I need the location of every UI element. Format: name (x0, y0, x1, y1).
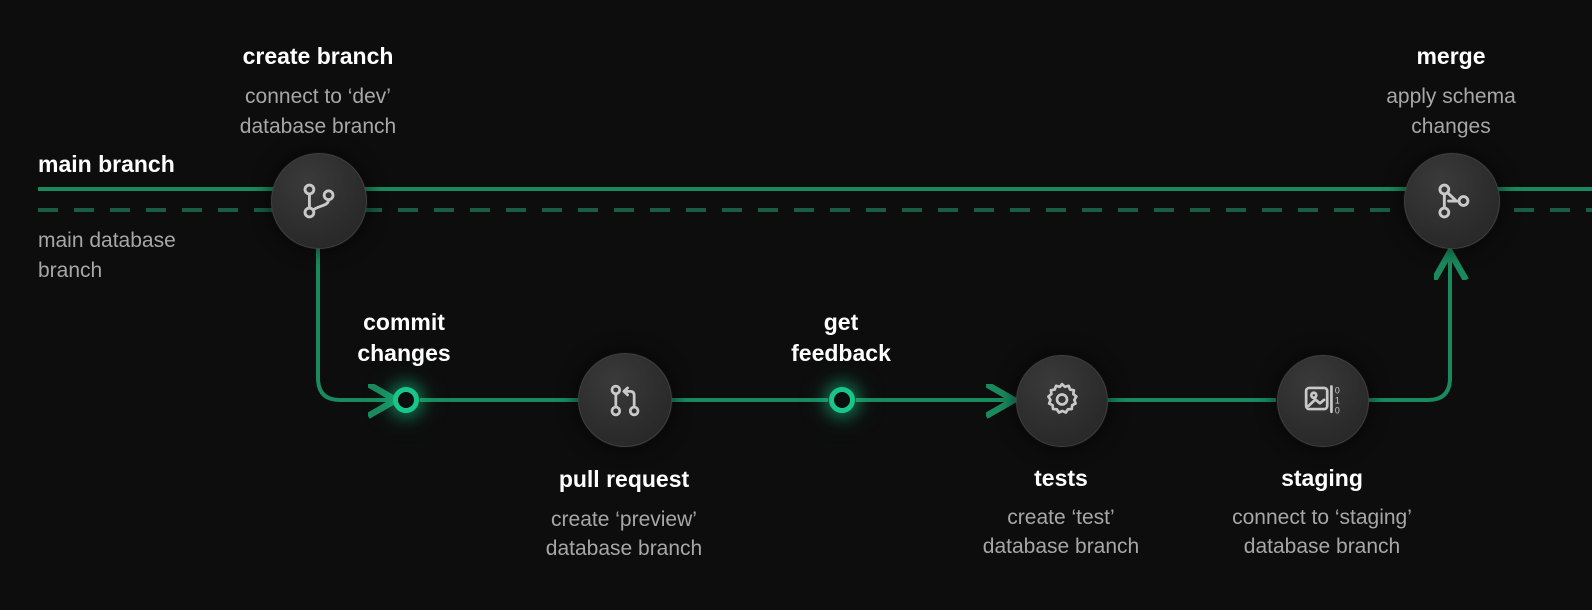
merge-sub-line2: changes (1411, 115, 1491, 138)
node-pull-request[interactable] (578, 353, 672, 447)
svg-text:0: 0 (1335, 405, 1340, 415)
main-branch-label: main branch (38, 151, 175, 177)
merge-title: merge (1416, 43, 1486, 69)
main-database-branch-label-line2: branch (38, 259, 103, 282)
node-create-branch[interactable] (271, 153, 367, 249)
commit-changes-title-line1: commit (363, 309, 445, 335)
tests-sub-line2: database branch (982, 535, 1140, 558)
node-staging[interactable]: 0 1 0 (1277, 355, 1369, 447)
git-branch-icon (296, 178, 342, 224)
svg-text:1: 1 (1335, 395, 1340, 405)
create-branch-title: create branch (242, 43, 394, 69)
git-pull-request-icon (603, 378, 647, 422)
node-tests[interactable] (1016, 355, 1108, 447)
get-feedback-title-line1: get (823, 309, 859, 335)
pull-request-sub-line2: database branch (545, 537, 703, 560)
merge-sub-line1: apply schema (1386, 85, 1516, 108)
tests-title: tests (1034, 465, 1088, 491)
pull-request-title: pull request (558, 466, 690, 492)
pull-request-sub-line1: create ‘preview’ (551, 508, 697, 531)
staging-sub-line1: connect to ‘staging’ (1232, 506, 1412, 529)
staging-sub-line2: database branch (1243, 535, 1401, 558)
get-feedback-title-line2: feedback (791, 340, 891, 366)
create-branch-sub-line1: connect to ‘dev’ (245, 85, 391, 108)
main-database-branch-label-line1: main database (38, 229, 176, 252)
node-get-feedback[interactable] (829, 387, 855, 413)
git-merge-icon (1429, 178, 1475, 224)
node-commit-changes[interactable] (393, 387, 419, 413)
tests-sub-line1: create ‘test’ (1007, 506, 1115, 529)
staging-title: staging (1281, 465, 1363, 491)
node-merge[interactable] (1404, 153, 1500, 249)
create-branch-sub-line2: database branch (239, 115, 397, 138)
image-binary-icon: 0 1 0 (1300, 378, 1346, 424)
svg-text:0: 0 (1335, 385, 1340, 395)
gear-icon (1039, 378, 1085, 424)
commit-changes-title-line2: changes (357, 340, 451, 366)
